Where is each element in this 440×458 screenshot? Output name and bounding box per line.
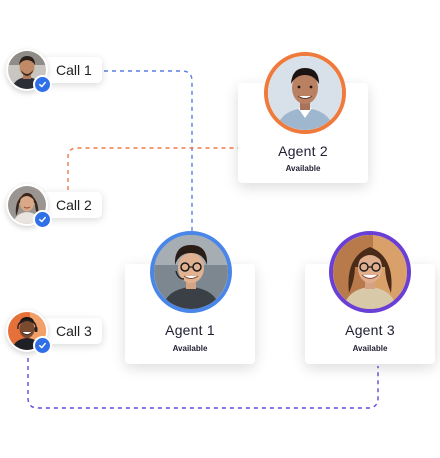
agent-name: Agent 2 — [278, 143, 328, 159]
agent-status: Available — [172, 344, 208, 353]
check-badge-icon — [33, 336, 52, 355]
call-chip-1[interactable]: Call 1 — [6, 49, 102, 94]
call-chip-3[interactable]: Call 3 — [6, 310, 102, 355]
call-label: Call 3 — [40, 318, 102, 344]
agent-photo-icon — [333, 235, 407, 309]
agent-avatar-1 — [150, 231, 232, 313]
agent-avatar-3 — [329, 231, 411, 313]
agent-avatar-2 — [264, 52, 346, 134]
check-badge-icon — [33, 75, 52, 94]
caller-photo-icon — [8, 186, 46, 224]
caller-avatar-2 — [6, 184, 52, 229]
connector-call1-agent1 — [104, 70, 193, 232]
call-chip-2[interactable]: Call 2 — [6, 184, 102, 229]
agent-status: Available — [285, 164, 321, 173]
check-badge-icon — [33, 210, 52, 229]
agent-name: Agent 3 — [345, 322, 395, 338]
connector-call3-agent3 — [27, 358, 379, 409]
caller-avatar-3 — [6, 310, 52, 355]
connector-call2-agent2 — [67, 147, 238, 190]
agent-photo-icon — [268, 56, 342, 130]
agent-photo-icon — [154, 235, 228, 309]
caller-photo-icon — [8, 51, 46, 89]
caller-avatar-1 — [6, 49, 52, 94]
agent-name: Agent 1 — [165, 322, 215, 338]
agent-status: Available — [352, 344, 388, 353]
